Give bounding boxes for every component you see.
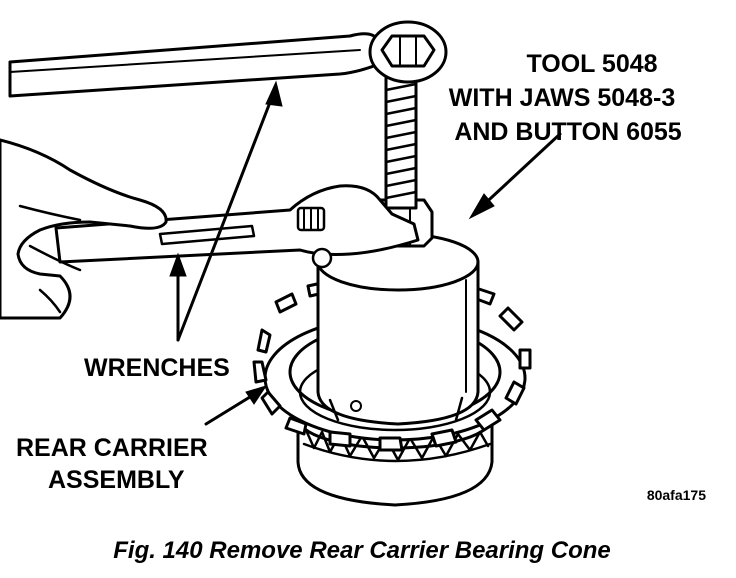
reference-code: 80afa175 (647, 487, 706, 503)
wrenches-label: WRENCHES (84, 354, 230, 382)
tool-callout: TOOL 5048 WITH JAWS 5048-3 AND BUTTON 60… (449, 50, 682, 146)
lower-wrench-drawing (54, 184, 420, 269)
figure-caption: Fig. 140 Remove Rear Carrier Bearing Con… (113, 537, 611, 564)
carrier-label-line2: ASSEMBLY (48, 466, 185, 494)
upper-wrench-drawing (8, 20, 448, 98)
leader-arrows (169, 80, 562, 426)
tool-label-line1: TOOL 5048 (526, 50, 657, 78)
carrier-callout: REAR CARRIER ASSEMBLY (16, 434, 208, 494)
tool-label-line2: WITH JAWS 5048-3 (449, 84, 675, 112)
carrier-label-line1: REAR CARRIER (16, 434, 208, 462)
hand-drawing (0, 138, 168, 320)
tool-label-line3: AND BUTTON 6055 (454, 118, 681, 146)
